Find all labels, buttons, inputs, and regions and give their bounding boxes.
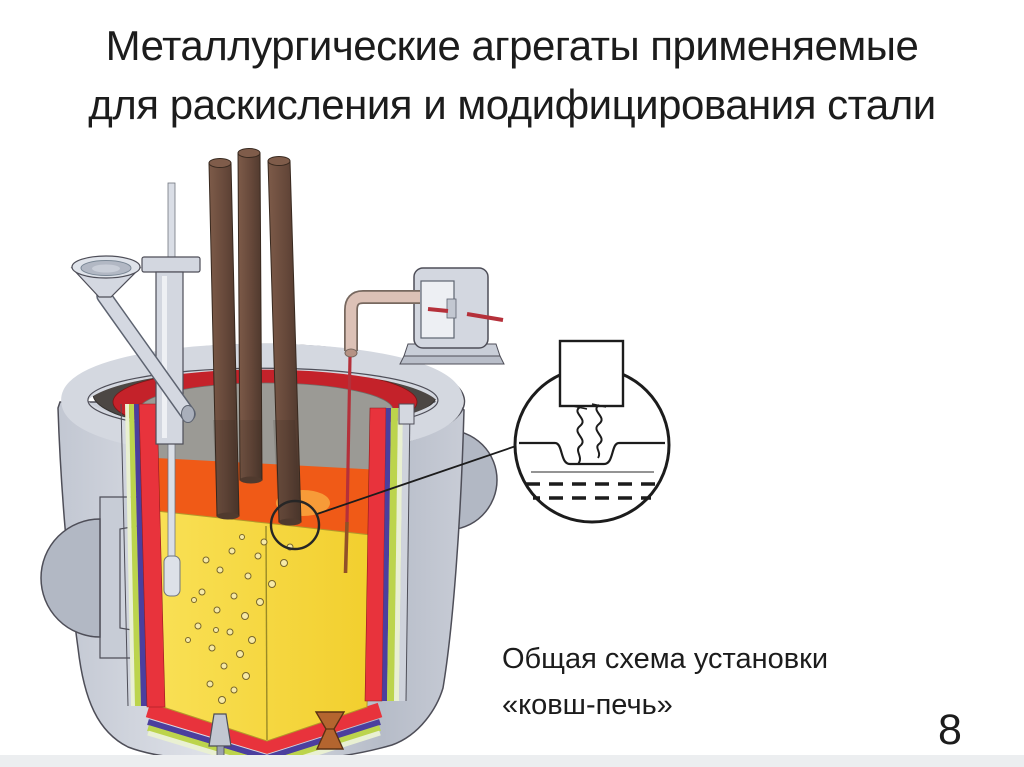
measuring-lance — [141, 182, 201, 597]
feeder-roller — [446, 298, 457, 319]
slide-title-line2: для раскисления и модифицирования стали — [88, 81, 936, 128]
electrode-1 — [208, 158, 240, 520]
bottom-layer-pale — [147, 730, 381, 767]
page-number: 8 — [938, 706, 962, 754]
slag-surface-symbol — [519, 441, 665, 466]
wire-guide-tube — [345, 291, 420, 351]
wire-coil-symbol — [595, 404, 603, 459]
charging-funnel — [70, 255, 196, 423]
electrode-2 — [237, 148, 263, 484]
ladle-vessel — [40, 148, 505, 767]
lining-layers-right-cut — [364, 403, 415, 702]
diagram-caption-line1: Общая схема установки — [502, 643, 829, 675]
cutaway-interior — [145, 418, 388, 767]
footer-band — [0, 755, 1024, 767]
porous-plug-stem — [216, 745, 225, 757]
cored-wire-spool-side — [466, 312, 504, 322]
bottom-refractory-red — [145, 702, 383, 754]
freeboard-wall — [150, 418, 388, 472]
slide-title-line1: Металлургические агрегаты применяемые — [105, 22, 919, 69]
feeder-box-symbol — [558, 339, 625, 408]
electrode-3 — [267, 156, 302, 526]
lance-highlight — [162, 276, 167, 438]
leader-line — [316, 445, 517, 515]
diagram-caption-line2: «ковш-печь» — [502, 689, 673, 721]
wire-entry-marker-circle — [269, 499, 321, 551]
graphite-electrodes — [208, 148, 302, 526]
cut-vertex-line — [265, 525, 268, 741]
argon-bubbles — [185, 534, 294, 704]
lining-layers-left-cut — [120, 403, 166, 708]
cored-wire-melting-tip — [343, 521, 349, 574]
cored-wire — [345, 356, 352, 523]
diagram-caption: Общая схема установки «ковш-печь» — [502, 636, 922, 728]
wire-guide-tube-outline — [344, 290, 420, 351]
rim-cut-end — [398, 403, 415, 425]
wire-feeder-machine — [344, 267, 505, 365]
guide-tube-tip — [344, 348, 358, 358]
magnifier-detail-circle — [513, 339, 671, 524]
molten-steel — [155, 510, 372, 742]
slide-title: Металлургические агрегаты применяемые дл… — [0, 16, 1024, 134]
lance-tip — [163, 555, 181, 597]
cored-wire-inlet — [427, 307, 449, 313]
funnel-chute-end — [181, 405, 195, 423]
trunnion-left — [40, 518, 101, 638]
wire-coil-symbol — [576, 406, 584, 465]
